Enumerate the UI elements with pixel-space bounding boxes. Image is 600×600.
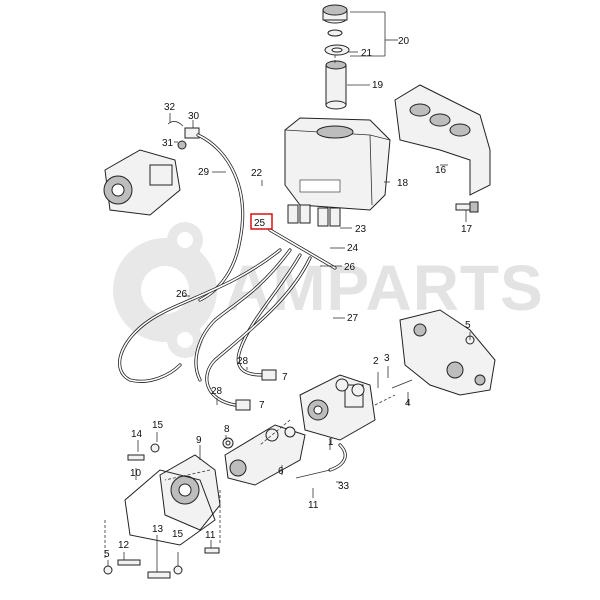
callout-29: 29: [198, 167, 210, 178]
callout-28-lower: 28: [211, 386, 223, 397]
reservoir-cap: [322, 4, 350, 56]
hose-26-main: [118, 248, 282, 383]
bracket-bolt: [455, 201, 479, 213]
gear-housing: [159, 454, 221, 531]
power-steering-pump: [103, 149, 181, 216]
callout-11-right: 11: [308, 500, 319, 511]
callout-11-left: 11: [205, 530, 216, 541]
callout-19: 19: [372, 80, 384, 91]
callout-21: 21: [361, 48, 373, 59]
callout-7-upper: 7: [282, 372, 288, 383]
gasket: [124, 469, 216, 546]
callout-15-lower: 15: [172, 529, 184, 540]
pipe-fitting: [167, 121, 200, 150]
callout-12: 12: [118, 540, 130, 551]
callout-2: 2: [373, 356, 379, 367]
callout-24: 24: [347, 243, 359, 254]
callout-30: 30: [188, 111, 200, 122]
callout-32: 32: [164, 102, 176, 113]
master-cylinder: [299, 374, 376, 441]
callout-10: 10: [130, 468, 142, 479]
hose-28-upper: [236, 253, 302, 377]
hose-26-secondary: [194, 248, 292, 382]
callout-1: 1: [328, 437, 334, 448]
callout-6: 6: [278, 466, 284, 477]
callout-33: 33: [338, 481, 350, 492]
seal-ring: [222, 437, 234, 449]
hose-33: [328, 443, 347, 472]
bolts-set: [103, 335, 475, 579]
callout-23: 23: [355, 224, 367, 235]
highlight-box: [250, 213, 273, 230]
callout-8: 8: [224, 424, 230, 435]
callout-labels: 20 21 19 32 30 31 29 22 18 16 17 25 23 2…: [104, 36, 473, 560]
elbow-fitting: [235, 369, 277, 411]
callout-3: 3: [384, 353, 390, 364]
assembly-guides: [104, 55, 396, 560]
callout-14: 14: [131, 429, 143, 440]
mounting-casting: [399, 309, 496, 396]
callout-31: 31: [162, 138, 174, 149]
callout-26-lower: 26: [176, 289, 188, 300]
stud-bolt: [295, 379, 413, 479]
fluid-reservoir: [284, 117, 391, 227]
callout-17: 17: [461, 224, 473, 235]
callout-26-upper: 26: [344, 262, 356, 273]
callout-25: 25: [254, 218, 266, 229]
callout-22: 22: [251, 168, 263, 179]
callout-18: 18: [397, 178, 409, 189]
callout-7-lower: 7: [259, 400, 265, 411]
watermark-logo: [113, 222, 217, 358]
callout-16: 16: [435, 165, 447, 176]
callout-9: 9: [196, 435, 202, 446]
leader-lines: [107, 11, 471, 572]
hose-28-lower: [205, 256, 312, 407]
piston-housing: [224, 424, 306, 486]
watermark-text: AMPARTS: [225, 252, 544, 324]
reservoir-bracket: [394, 84, 491, 196]
callout-13: 13: [152, 524, 164, 535]
callout-28-upper: 28: [237, 356, 249, 367]
callout-15-upper: 15: [152, 420, 164, 431]
hose-rail: [268, 228, 337, 270]
callout-5-left: 5: [104, 549, 110, 560]
callout-4: 4: [405, 398, 411, 409]
callout-27: 27: [347, 313, 359, 324]
reservoir-strainer: [325, 60, 347, 110]
callout-5-right: 5: [465, 320, 471, 331]
callout-20: 20: [398, 36, 410, 47]
